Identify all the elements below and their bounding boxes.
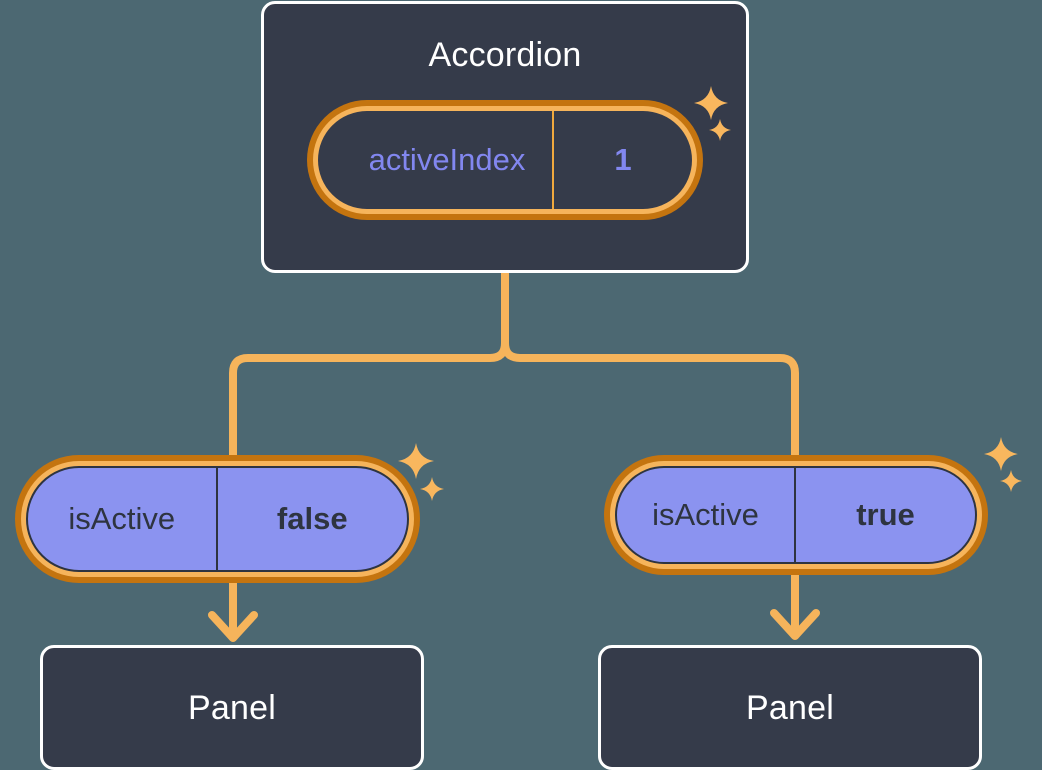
state-pill-body: activeIndex 1 <box>318 111 692 209</box>
state-key-active-index: activeIndex <box>368 142 526 177</box>
component-card-panel-right[interactable]: Panel <box>598 645 982 770</box>
sparkle-icon <box>420 477 444 501</box>
connector-root-split <box>229 269 509 459</box>
state-pill-ring: isActive false <box>21 461 414 577</box>
component-card-panel-left[interactable]: Panel <box>40 645 424 770</box>
state-pill-body: isActive true <box>615 466 977 564</box>
component-title-panel-right: Panel <box>746 689 834 727</box>
state-key-is-active-left: isActive <box>28 468 218 570</box>
connector-left-arrow-head <box>208 611 258 642</box>
sparkle-icon <box>984 437 1018 471</box>
sparkle-icon <box>1000 470 1022 492</box>
state-value-active-index: 1 <box>552 111 692 209</box>
state-pill-is-active-true[interactable]: isActive true <box>604 455 988 575</box>
connector-root-split-right <box>501 339 799 459</box>
state-value-is-active-left: false <box>276 501 348 536</box>
state-value-is-active-right: true <box>856 497 915 532</box>
state-pill-ring: isActive true <box>610 461 982 569</box>
state-pill-ring: activeIndex 1 <box>313 106 697 214</box>
sparkle-icon <box>398 443 434 479</box>
state-pill-is-active-false[interactable]: isActive false <box>15 455 420 583</box>
state-pill-body: isActive false <box>26 466 409 572</box>
state-key-is-active-right: isActive <box>617 468 796 562</box>
state-pill-active-index[interactable]: activeIndex 1 <box>307 100 703 220</box>
component-title-accordion: Accordion <box>428 36 582 74</box>
connector-right-arrow-head <box>770 609 820 640</box>
component-title-panel-left: Panel <box>188 689 276 727</box>
